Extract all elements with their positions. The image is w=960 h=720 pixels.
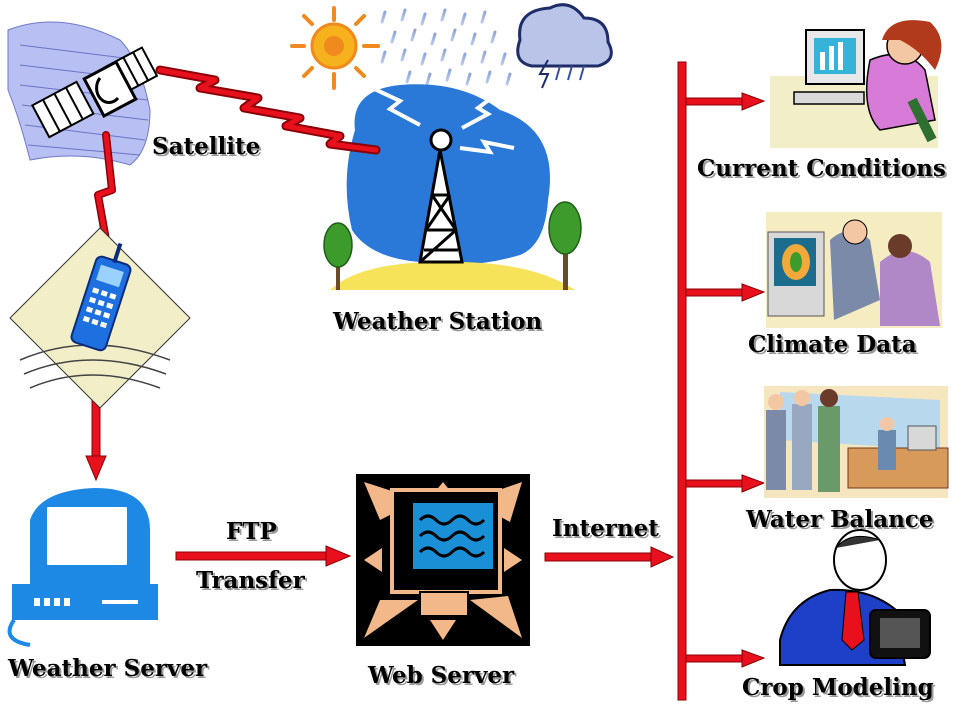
water-balance-label: Water Balance [746, 506, 934, 533]
weather-station-label: Weather Station [333, 308, 543, 335]
radio-tower-icon [290, 3, 613, 290]
cell-phone-icon [9, 227, 191, 409]
woman-at-computer-icon [770, 20, 942, 148]
satellite-icon [7, 21, 159, 166]
desktop-computer-icon [5, 488, 158, 647]
man-at-computer-icon [779, 529, 931, 666]
connector-lines [85, 61, 766, 701]
tree-icon [323, 222, 353, 290]
ftp-label: FTP [226, 518, 277, 545]
sun-icon [290, 6, 380, 90]
people-viewing-climate-map-icon [766, 212, 942, 328]
web-server-label: Web Server [368, 662, 515, 689]
internet-label: Internet [552, 515, 659, 542]
transfer-label: Transfer [196, 567, 305, 594]
weather-server-label: Weather Server [8, 655, 208, 682]
satellite-label: Satellite [152, 133, 261, 160]
office-meeting-icon [764, 386, 949, 498]
tree-icon [548, 201, 582, 290]
climate-data-label: Climate Data [748, 331, 917, 358]
web-server-monitor-icon [356, 474, 530, 646]
current-conditions-label: Current Conditions [697, 155, 946, 182]
crop-modeling-label: Crop Modeling [742, 674, 934, 701]
storm-cloud-icon [516, 3, 613, 89]
